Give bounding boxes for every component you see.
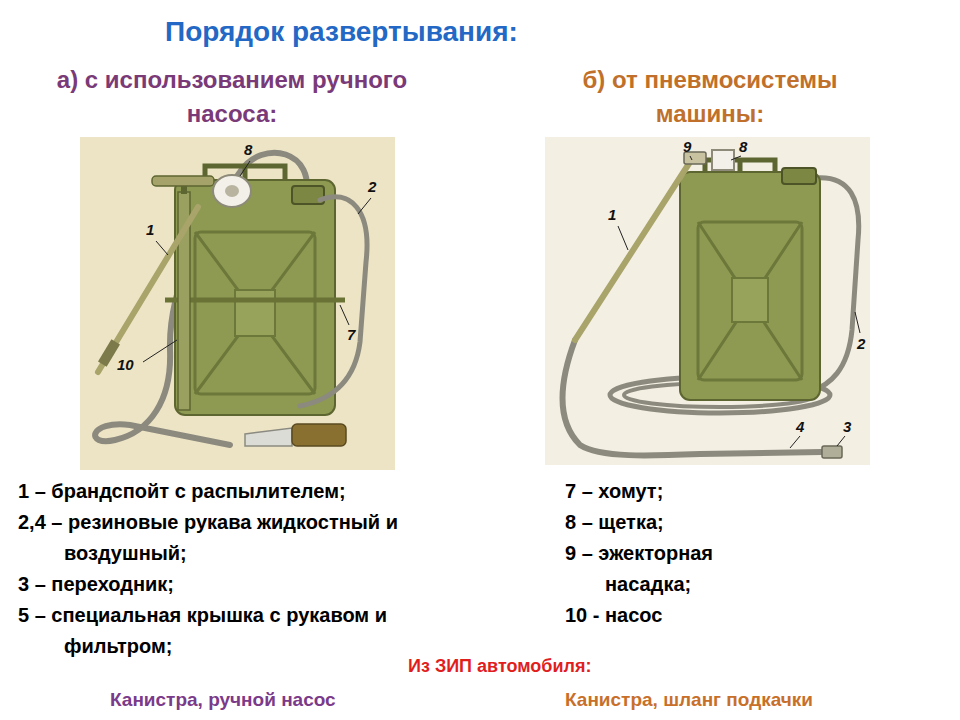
source-note: Из ЗИП автомобиля: <box>408 654 591 678</box>
cap <box>782 168 816 184</box>
legend-item: 9 – эжекторная насадка; <box>565 538 800 600</box>
callout-number: 1 <box>608 206 616 224</box>
leader-line <box>837 436 845 446</box>
left-illustration <box>80 137 395 470</box>
brush <box>712 150 734 170</box>
callout-number: 9 <box>683 138 691 156</box>
legend-item: 7 – хомут; <box>565 476 800 507</box>
pump-handle <box>152 176 214 186</box>
panel-ground <box>80 137 395 470</box>
leader-line <box>143 340 177 362</box>
callout-number: 8 <box>739 138 747 156</box>
callout-number: 2 <box>368 178 376 196</box>
wand-valve <box>98 339 120 366</box>
legend-item: 1 – брандспойт с распылителем; <box>18 476 488 507</box>
kit-note: Канистра, ручной насос <box>110 688 336 712</box>
leader-line <box>690 156 692 160</box>
adapter <box>822 446 842 458</box>
jerrycan-body <box>680 172 820 400</box>
leader-line <box>790 436 800 448</box>
scraper-handle <box>292 424 346 446</box>
jerrycan-emboss <box>698 222 802 380</box>
legend-item: 2,4 – резиновые рукава жидкостный и возд… <box>18 507 488 569</box>
spray-wand <box>575 162 690 340</box>
callout-number: 1 <box>146 221 154 239</box>
jerrycan-cross <box>698 222 802 380</box>
clamp <box>165 298 345 303</box>
jerrycan-cross <box>195 232 315 394</box>
leader-line <box>240 161 250 176</box>
leader-line <box>855 312 860 333</box>
jerrycan-center <box>732 278 768 322</box>
legend-item: 5 – специальная крышка с рукавом и фильт… <box>18 600 488 662</box>
legend-item: 3 – переходник; <box>18 569 488 600</box>
callout-number: 4 <box>796 418 804 436</box>
leader-line <box>340 305 349 325</box>
leader-line <box>731 156 741 160</box>
panel-ground <box>545 137 870 465</box>
kit-note: Канистра, шланг подкачки <box>565 688 813 712</box>
leader-line <box>618 226 628 250</box>
callout-number: 7 <box>347 326 355 344</box>
callout-number: 10 <box>117 356 134 374</box>
callout-number: 2 <box>857 335 865 353</box>
legend-column: 1 – брандспойт с распылителем;2,4 – рези… <box>18 476 488 662</box>
jerrycan-center <box>235 290 275 336</box>
subheading: а) с использованием ручного насоса: <box>52 63 412 131</box>
right-illustration <box>545 137 870 465</box>
callout-number: 3 <box>843 418 851 436</box>
jerrycan-emboss <box>195 232 315 394</box>
legend-column: 7 – хомут;8 – щетка;9 – эжекторная насад… <box>565 476 800 631</box>
legend-item: 10 - насос <box>565 600 800 631</box>
spray-wand <box>98 207 198 372</box>
leader-line <box>156 241 168 255</box>
subheading: б) от пневмосистемы машины: <box>545 63 875 131</box>
legend-item: 8 – щетка; <box>565 507 800 538</box>
slide-title: Порядок развертывания: <box>165 14 518 50</box>
brush-core <box>225 185 239 197</box>
brush <box>213 175 251 207</box>
air-hose <box>300 197 367 406</box>
callout-number: 8 <box>244 141 252 159</box>
liquid-hose <box>563 340 823 455</box>
leader-line <box>358 198 371 214</box>
scraper-blade <box>245 428 292 446</box>
